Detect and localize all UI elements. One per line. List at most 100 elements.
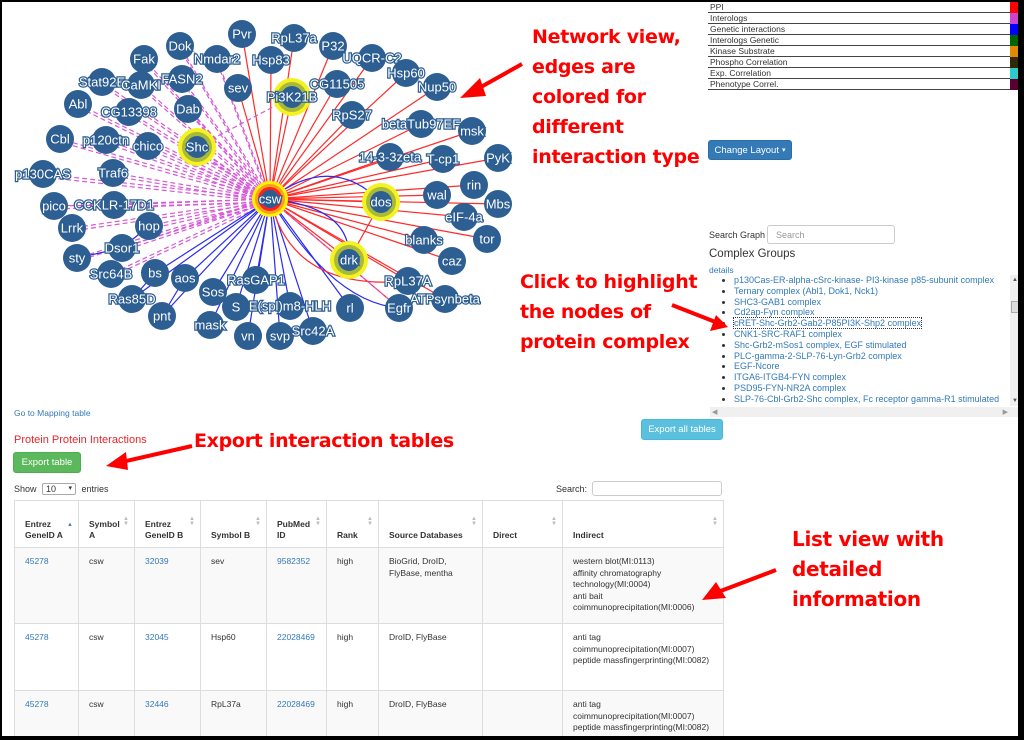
graph-node[interactable]: PyK — [484, 144, 512, 172]
graph-node[interactable]: sty — [63, 244, 91, 272]
gene-a-link[interactable]: 45278 — [25, 632, 49, 642]
graph-node[interactable]: tor — [473, 225, 501, 253]
scroll-right-icon[interactable]: ▶ — [1002, 409, 1008, 416]
complex-item[interactable]: Ternary complex (Abl1, Dok1, Nck1) — [734, 286, 1008, 297]
complex-label[interactable]: ITGA6-ITGB4-FYN complex — [734, 372, 847, 383]
graph-node[interactable]: Stat92E — [78, 68, 127, 96]
sort-icon[interactable]: ▲▼ — [123, 516, 129, 527]
graph-node[interactable]: Src42A — [290, 317, 336, 345]
horizontal-scrollbar[interactable]: ◀ ▶ — [710, 407, 1018, 417]
graph-node[interactable]: Shc — [178, 128, 216, 166]
sort-icon[interactable]: ▲▼ — [315, 516, 321, 527]
graph-node[interactable]: Cbl — [46, 125, 74, 153]
graph-node[interactable]: dos — [362, 183, 400, 221]
graph-node[interactable]: Egfr — [385, 294, 413, 322]
sort-icon[interactable]: ▲▼ — [255, 516, 261, 527]
graph-node[interactable]: msk — [458, 117, 486, 145]
sort-icon[interactable]: ▲▼ — [551, 516, 557, 527]
complex-item[interactable]: Shc-Grb2-mSos1 complex, EGF stimulated — [734, 340, 1008, 351]
complex-label[interactable]: SHC3-GAB1 complex — [734, 296, 822, 307]
graph-node[interactable]: vn — [234, 322, 262, 350]
complex-label[interactable]: EGF-Ncore — [734, 361, 780, 372]
vertical-scrollbar[interactable]: ▲ ▼ — [1010, 275, 1018, 406]
complex-label[interactable]: PLC-gamma-2-SLP-76-Lyn-Grb2 complex — [734, 350, 902, 361]
complex-item[interactable]: p130Cas-ER-alpha-cSrc-kinase- PI3-kinase… — [734, 275, 1008, 286]
column-header[interactable]: Entrez GeneID B▲▼ — [134, 500, 201, 548]
graph-node[interactable]: CG13398 — [100, 98, 158, 126]
graph-node[interactable]: betaTub97EF — [381, 110, 461, 138]
complex-item[interactable]: Cd2ap-Fyn complex — [734, 307, 1008, 318]
graph-node[interactable]: Lrrk — [58, 214, 86, 242]
column-header[interactable]: PubMed ID▲▼ — [266, 500, 327, 548]
graph-node[interactable]: FASN2 — [160, 65, 204, 93]
sort-icon[interactable]: ▲▼ — [471, 516, 477, 527]
complex-label[interactable]: p130Cas-ER-alpha-cSrc-kinase- PI3-kinase… — [734, 275, 995, 285]
graph-node[interactable]: UQCR-C2 — [341, 44, 403, 72]
graph-node[interactable]: Nmdar2 — [193, 45, 241, 73]
complex-label[interactable]: Ternary complex (Abl1, Dok1, Nck1) — [734, 285, 879, 296]
graph-node[interactable]: Abl — [64, 90, 92, 118]
column-header[interactable]: Rank▲▼ — [326, 500, 379, 548]
gene-a-link[interactable]: 45278 — [25, 699, 49, 709]
pubmed-link[interactable]: 22028469 — [277, 632, 315, 642]
graph-node[interactable]: Pvr — [228, 20, 256, 48]
graph-node[interactable]: eIF-4a — [444, 203, 485, 231]
graph-node[interactable]: Dok — [166, 32, 194, 60]
search-graph-input[interactable]: Search — [767, 225, 895, 244]
graph-node[interactable]: pnt — [148, 302, 176, 330]
graph-node[interactable]: p120ctn — [82, 126, 130, 154]
column-header[interactable]: Indirect▲▼ — [562, 500, 724, 548]
complex-label[interactable]: Shc-Grb2-mSos1 complex, EGF stimulated — [734, 339, 907, 350]
column-header[interactable]: Symbol B▲▼ — [200, 500, 267, 548]
graph-node[interactable]: S — [222, 293, 250, 321]
sort-icon[interactable]: ▲ — [67, 522, 73, 528]
graph-node[interactable]: drk — [330, 241, 368, 279]
details-link[interactable]: details — [709, 265, 734, 275]
graph-node[interactable]: Hsp60 — [386, 59, 426, 87]
graph-node[interactable]: caz — [438, 247, 466, 275]
gene-b-link[interactable]: 32045 — [145, 632, 169, 642]
sort-icon[interactable]: ▲▼ — [367, 516, 373, 527]
graph-node[interactable]: CCKLR-17D1 — [73, 191, 155, 219]
go-to-mapping-link[interactable]: Go to Mapping table — [14, 408, 91, 418]
column-header[interactable]: Direct▲▼ — [482, 500, 563, 548]
graph-node[interactable]: bs — [141, 259, 169, 287]
complex-item[interactable]: EGF-Ncore — [734, 361, 1008, 372]
complex-label[interactable]: CNK1-SRC-RAF1 complex — [734, 328, 843, 339]
graph-node[interactable]: ATPsynbeta — [409, 285, 482, 313]
sort-icon[interactable]: ▲▼ — [189, 516, 195, 527]
complex-label[interactable]: cRET-Shc-Grb2-Gab2-P85PI3K-Shp2 complex — [732, 317, 923, 330]
complex-label[interactable]: Cd2ap-Fyn complex — [734, 307, 815, 318]
pubmed-link[interactable]: 9582352 — [277, 556, 311, 566]
export-table-button[interactable]: Export table — [13, 452, 81, 473]
complex-item[interactable]: PSD95-FYN-NR2A complex — [734, 383, 1008, 394]
graph-node[interactable]: Nup50 — [417, 73, 457, 101]
graph-node[interactable]: E(spl)m8-HLH — [248, 292, 332, 320]
complex-item[interactable]: CNK1-SRC-RAF1 complex — [734, 329, 1008, 340]
graph-node[interactable]: Pi3K21B — [266, 78, 318, 116]
complex-item[interactable]: SHC3-GAB1 complex — [734, 297, 1008, 308]
sort-icon[interactable]: ▲▼ — [712, 516, 718, 527]
column-header[interactable]: Source Databases▲▼ — [378, 500, 483, 548]
graph-node[interactable]: Hsp83 — [251, 46, 291, 74]
graph-node[interactable]: Dab — [174, 95, 202, 123]
graph-node[interactable]: svp — [266, 322, 294, 350]
gene-a-link[interactable]: 45278 — [25, 556, 49, 566]
graph-node[interactable]: Ras85D — [107, 285, 157, 313]
column-header[interactable]: Symbol A▲▼ — [78, 500, 135, 548]
graph-node[interactable]: p130CAS — [14, 160, 72, 188]
graph-node[interactable]: Src64B — [88, 260, 134, 288]
graph-node[interactable]: Mbs — [484, 190, 512, 218]
graph-node[interactable]: RpL37A — [383, 267, 433, 295]
pubmed-link[interactable]: 22028469 — [277, 699, 315, 709]
graph-node[interactable]: 14-3-3zeta — [358, 143, 423, 171]
graph-node[interactable]: RasGAP1 — [226, 266, 286, 294]
graph-node[interactable]: Sos — [199, 278, 227, 306]
graph-node[interactable]: T-cp1 — [426, 145, 460, 173]
export-all-tables-button[interactable]: Export all tables — [641, 419, 723, 440]
scroll-left-icon[interactable]: ◀ — [712, 409, 718, 416]
graph-node[interactable]: aos — [171, 264, 199, 292]
change-layout-button[interactable]: Change Layout ▾ — [708, 140, 792, 160]
complex-item[interactable]: SLP-76-Cbl-Grb2-Shc complex, Fc receptor… — [734, 394, 1008, 405]
